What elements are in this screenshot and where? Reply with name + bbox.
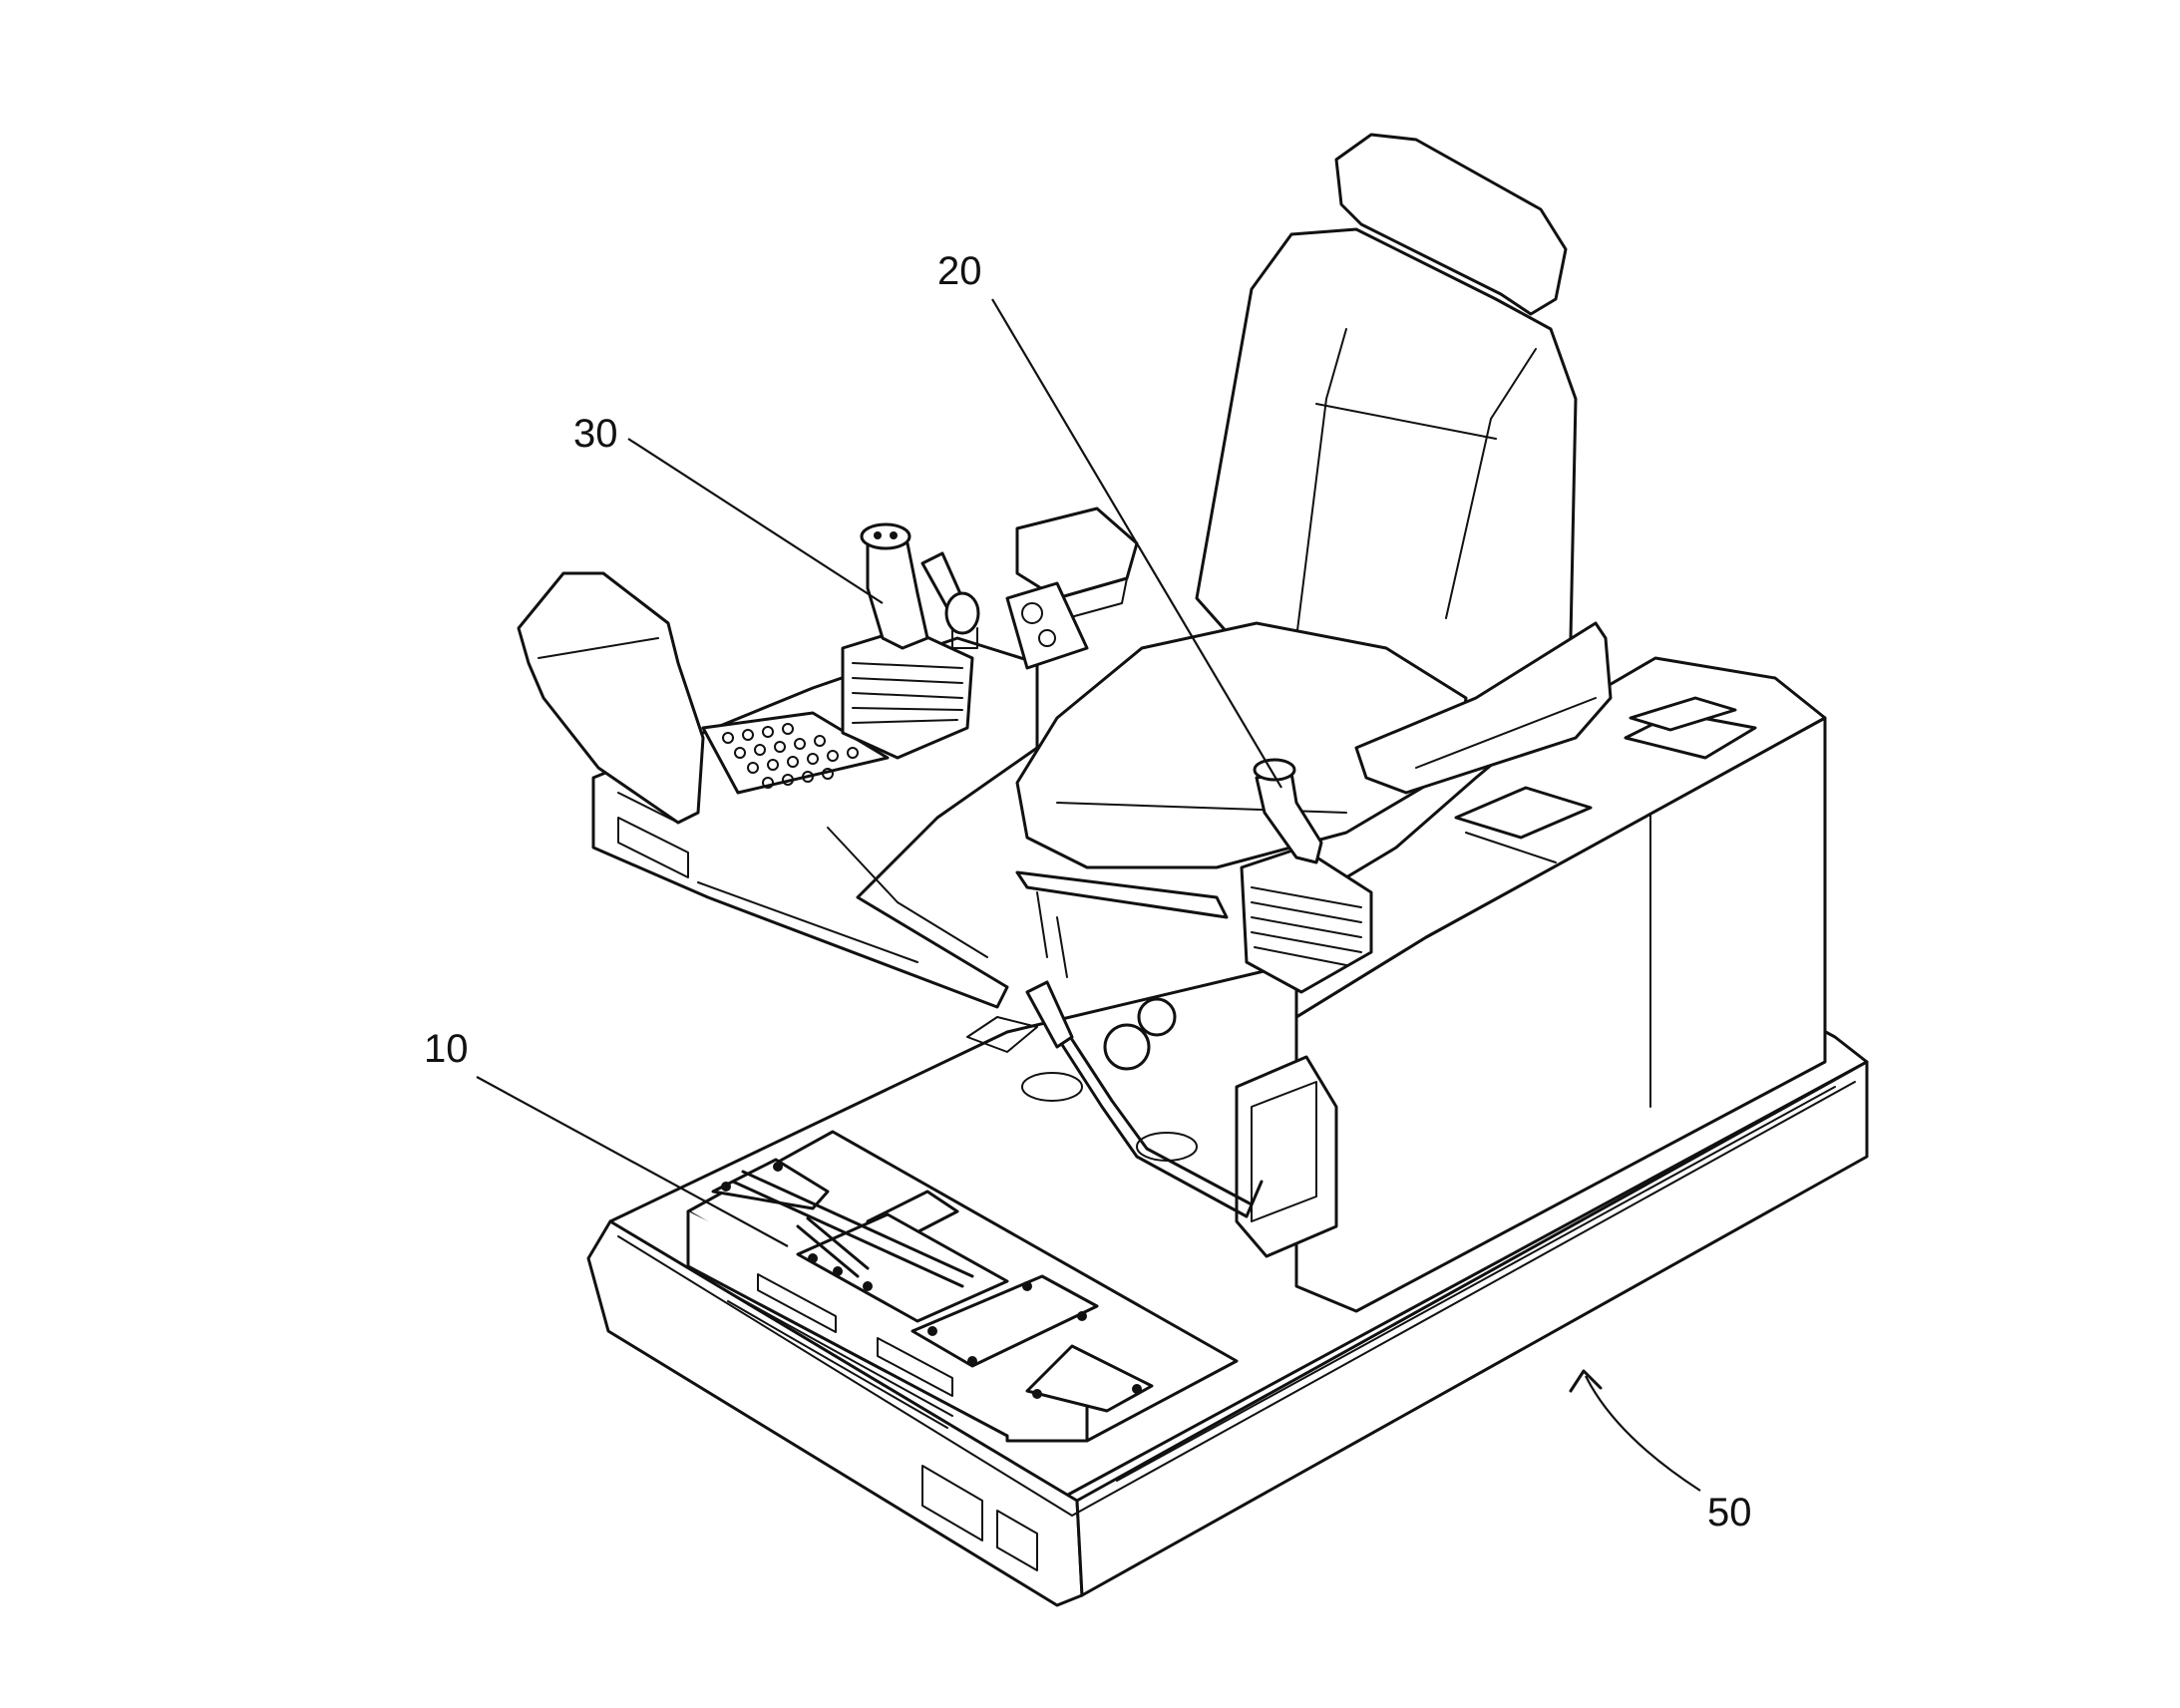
- left-console: [517, 522, 1039, 1009]
- operator-seat: [1005, 133, 1613, 978]
- plate-holes: [722, 723, 859, 789]
- right-joystick: [1240, 758, 1373, 994]
- leader-lines: [476, 298, 1701, 1492]
- leader-50: [1585, 1375, 1701, 1492]
- lower-lever: [966, 980, 1264, 1218]
- right-console: [1235, 656, 1827, 1313]
- leader-10: [476, 1076, 789, 1247]
- ref-label-10: 10: [424, 1027, 469, 1071]
- ref-label-30: 30: [573, 412, 618, 456]
- floor-pedal-unit: [686, 1130, 1239, 1443]
- ref-label-50: 50: [1707, 1491, 1752, 1535]
- arrowhead-50: [1569, 1369, 1603, 1393]
- leader-20: [991, 298, 1282, 789]
- leader-30: [627, 438, 884, 604]
- reference-numerals: 20 30 10 50: [424, 249, 1752, 1535]
- ref-label-20: 20: [937, 249, 982, 293]
